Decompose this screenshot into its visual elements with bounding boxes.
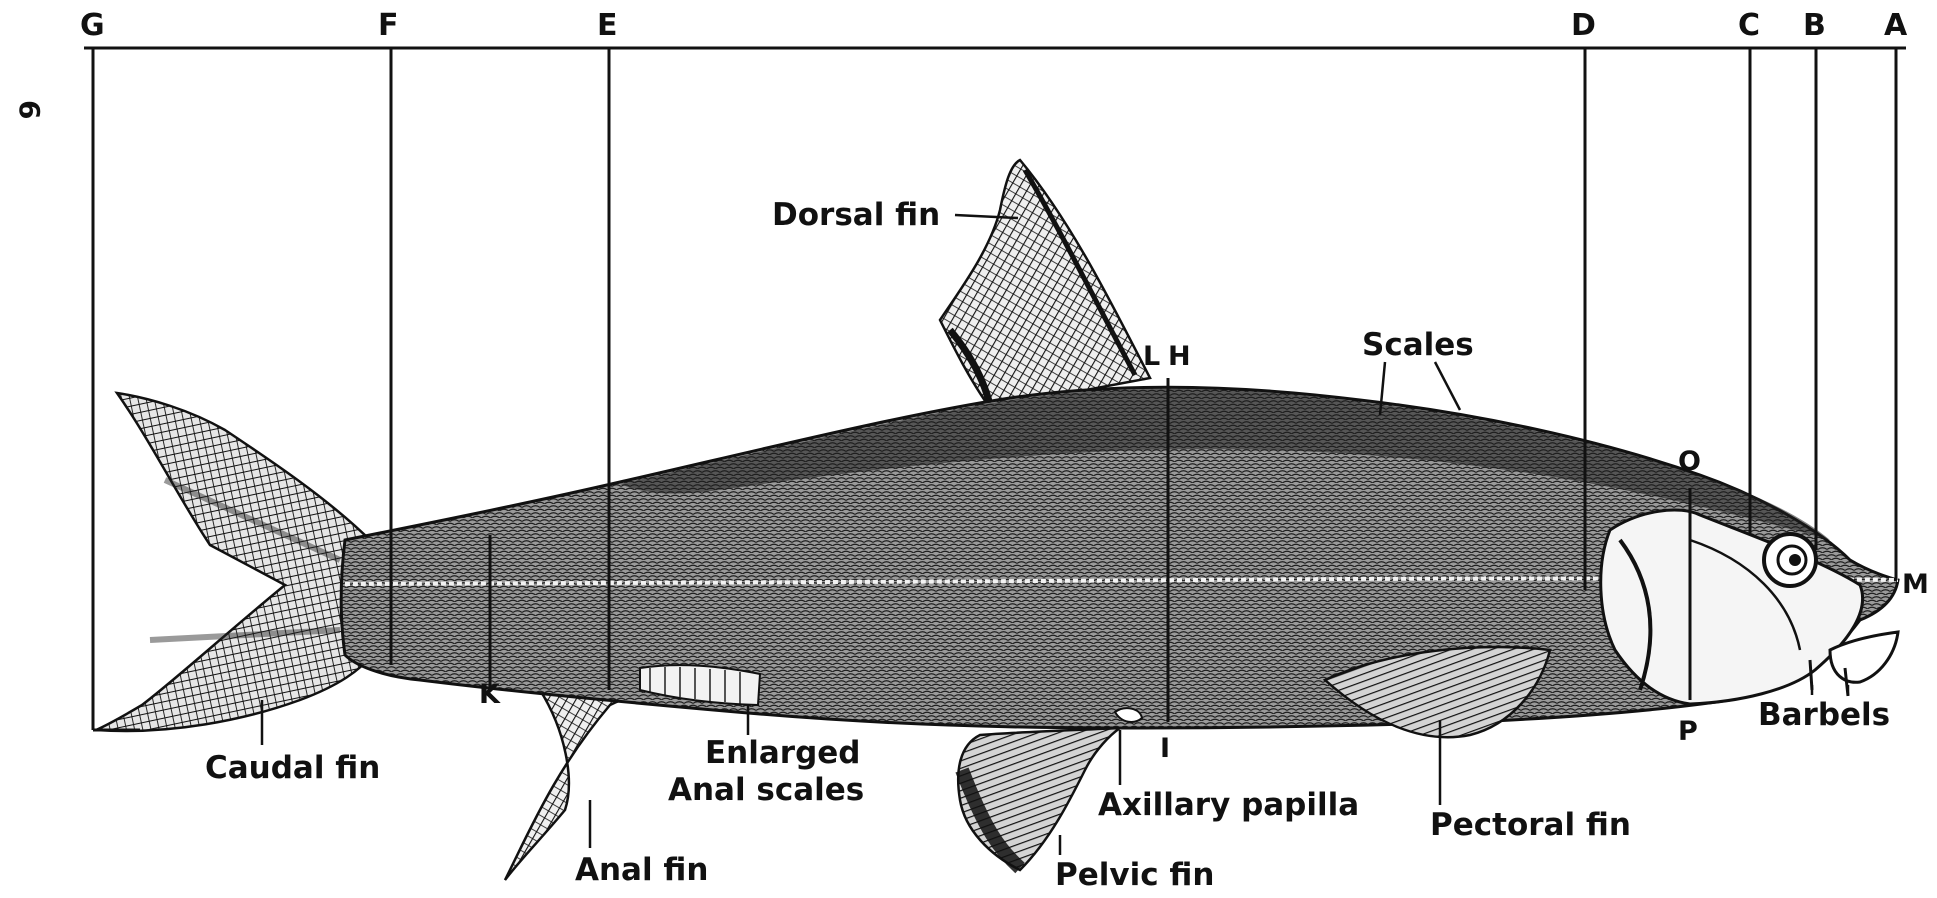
caudal-fin-shape	[96, 393, 372, 731]
point-label-P: P	[1678, 716, 1698, 747]
point-label-H: H	[1168, 341, 1191, 372]
label-caudal-fin: Caudal fin	[205, 750, 380, 786]
point-label-E: E	[597, 8, 618, 43]
label-enlarged-line1: Enlarged	[705, 735, 860, 771]
point-label-K: K	[479, 679, 501, 710]
point-label-A: A	[1884, 8, 1908, 43]
point-label-M: M	[1902, 569, 1929, 600]
point-label-D: D	[1571, 8, 1596, 43]
point-label-I: I	[1160, 733, 1170, 764]
label-barbels: Barbels	[1758, 697, 1890, 733]
point-label-L: L	[1143, 341, 1160, 372]
point-label-F: F	[378, 8, 399, 43]
label-axillary-papilla: Axillary papilla	[1098, 787, 1359, 823]
label-dorsal-fin: Dorsal fin	[772, 197, 940, 233]
page-number: 6	[13, 100, 46, 119]
label-enlarged-line2: Anal scales	[668, 772, 864, 808]
dorsal-fin-shape	[940, 160, 1150, 408]
point-label-O: O	[1678, 446, 1701, 477]
label-pectoral-fin: Pectoral fin	[1430, 807, 1631, 843]
label-scales: Scales	[1362, 327, 1474, 363]
point-label-G: G	[80, 8, 105, 43]
label-pelvic-fin: Pelvic fin	[1055, 857, 1214, 893]
label-anal-fin: Anal fin	[575, 852, 708, 888]
point-label-B: B	[1803, 8, 1826, 43]
pelvic-fin-shape	[958, 728, 1120, 870]
point-label-C: C	[1738, 8, 1760, 43]
